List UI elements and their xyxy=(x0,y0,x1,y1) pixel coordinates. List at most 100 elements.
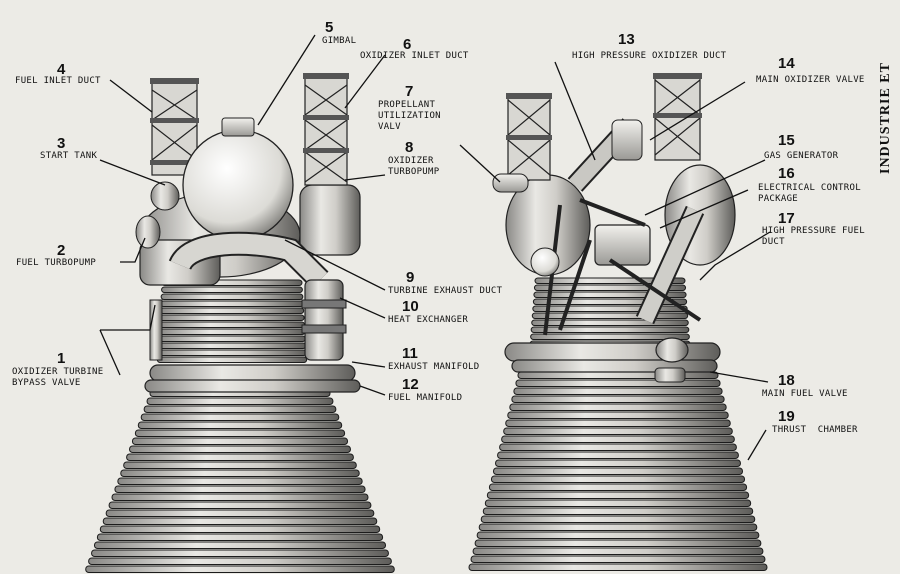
right-fuel-manifold xyxy=(511,359,718,373)
callout-number-19: 19 xyxy=(778,408,795,425)
gas-generator-body xyxy=(594,224,651,266)
left-nozzle-rib xyxy=(96,533,384,541)
left-nozzle-rib xyxy=(88,557,392,565)
callout-label-heat-exchanger: HEAT EXCHANGER xyxy=(388,315,469,325)
fuel-turbopump-flange xyxy=(135,215,161,249)
leader-lines xyxy=(99,34,771,461)
left-nozzle-rib xyxy=(143,405,337,413)
right-nozzle-rib xyxy=(511,395,725,403)
callout-number-1: 1 xyxy=(57,350,66,367)
left-chamber-rib xyxy=(159,314,305,321)
left-engine-view xyxy=(85,73,395,573)
right-oxidizer-inlet-duct xyxy=(506,93,552,181)
left-small-valve xyxy=(150,181,180,211)
right-nozzle-rib xyxy=(505,419,731,427)
gimbal-block xyxy=(221,117,255,137)
callout-label-main-fuel-valve: MAIN FUEL VALVE xyxy=(762,389,848,399)
callout-label-propellant-utilization-valve: PROPELLANT UTILIZATION VALV xyxy=(378,100,441,132)
left-nozzle-rib xyxy=(140,413,340,421)
right-nozzle-rib xyxy=(488,483,748,491)
right-nozzle-rib xyxy=(472,547,764,555)
left-nozzle-rib xyxy=(129,445,351,453)
left-nozzle-rib xyxy=(137,421,343,429)
right-nozzle-rib xyxy=(497,451,739,459)
side-heading: INDUSTRIE ET xyxy=(878,62,893,174)
callout-number-10: 10 xyxy=(402,298,419,315)
left-nozzle-rib xyxy=(105,509,375,517)
callout-label-exhaust-manifold: EXHAUST MANIFOLD xyxy=(388,362,480,372)
callout-number-3: 3 xyxy=(57,135,66,152)
right-fuel-inlet-duct xyxy=(653,73,702,161)
left-chamber-rib xyxy=(156,356,308,363)
right-chamber-rib xyxy=(531,312,689,319)
left-thrust-chamber-nozzle xyxy=(85,389,395,573)
right-nozzle-rib xyxy=(474,539,762,547)
right-nozzle-rib xyxy=(503,427,733,435)
callout-label-fuel-turbopump: FUEL TURBOPUMP xyxy=(16,258,97,268)
right-nozzle-rib xyxy=(484,499,752,507)
left-nozzle-rib xyxy=(108,501,372,509)
callout-label-oxidizer-turbine-bypass-valve: OXIDIZER TURBINE BYPASS VALVE xyxy=(12,367,104,388)
callout-label-gas-generator: GAS GENERATOR xyxy=(764,151,839,161)
callout-number-9: 9 xyxy=(406,269,415,286)
callout-label-thrust-chamber: THRUST CHAMBER xyxy=(772,425,858,435)
callout-number-15: 15 xyxy=(778,132,795,149)
left-oxidizer-inlet-duct xyxy=(303,73,349,186)
right-chamber-rib xyxy=(534,277,686,284)
propellant-utilization-valve xyxy=(492,173,529,193)
callout-label-fuel-manifold: FUEL MANIFOLD xyxy=(388,393,463,403)
main-fuel-valve xyxy=(655,337,689,363)
right-nozzle-rib xyxy=(495,459,741,467)
left-nozzle-rib xyxy=(146,397,334,405)
left-combustion-chamber xyxy=(156,279,308,363)
left-chamber-rib xyxy=(159,307,305,314)
left-oxidizer-pump-housing xyxy=(299,184,361,256)
right-chamber-rib xyxy=(530,326,690,333)
right-nozzle-rib xyxy=(509,403,727,411)
right-chamber-rib xyxy=(530,333,690,340)
left-nozzle-rib xyxy=(111,493,369,501)
right-engine-view xyxy=(468,73,768,571)
left-nozzle-rib xyxy=(93,541,387,549)
left-nozzle-rib xyxy=(114,485,366,493)
left-chamber-rib xyxy=(160,293,304,300)
callout-number-6: 6 xyxy=(403,36,412,53)
callout-label-oxidizer-turbopump: OXIDIZER TURBOPUMP xyxy=(388,156,440,177)
left-nozzle-rib xyxy=(131,437,349,445)
left-nozzle-rib xyxy=(117,477,363,485)
callout-label-high-pressure-fuel-duct: HIGH PRESSURE FUEL DUCT xyxy=(762,226,865,247)
left-nozzle-rib xyxy=(123,461,357,469)
callout-label-turbine-exhaust-duct: TURBINE EXHAUST DUCT xyxy=(388,286,503,296)
left-nozzle-rib xyxy=(91,549,389,557)
heat-exchanger xyxy=(304,279,344,361)
start-tank-sphere xyxy=(182,129,294,241)
callout-number-5: 5 xyxy=(325,19,334,36)
callout-number-18: 18 xyxy=(778,372,795,389)
right-nozzle-rib xyxy=(515,379,721,387)
right-nozzle-rib xyxy=(470,555,766,563)
callout-number-12: 12 xyxy=(402,376,419,393)
right-nozzle-rib xyxy=(513,387,723,395)
right-nozzle-rib xyxy=(499,443,737,451)
callout-label-fuel-inlet-duct: FUEL INLET DUCT xyxy=(15,76,101,86)
left-chamber-rib xyxy=(158,335,306,342)
right-nozzle-rib xyxy=(493,467,743,475)
left-chamber-rib xyxy=(157,349,307,356)
callout-number-7: 7 xyxy=(405,83,414,100)
callout-number-14: 14 xyxy=(778,55,795,72)
right-thrust-chamber-nozzle xyxy=(468,371,768,571)
callout-label-electrical-control-package: ELECTRICAL CONTROL PACKAGE xyxy=(758,183,861,204)
right-nozzle-rib xyxy=(486,491,750,499)
left-nozzle-rib xyxy=(120,469,360,477)
left-nozzle-rib xyxy=(126,453,354,461)
right-nozzle-rib xyxy=(490,475,746,483)
bypass-valve-pipe xyxy=(149,299,163,361)
left-exhaust-manifold xyxy=(149,364,356,382)
left-nozzle-rib xyxy=(99,525,381,533)
right-nozzle-rib xyxy=(476,531,760,539)
right-chamber-rib xyxy=(531,319,689,326)
callout-number-13: 13 xyxy=(618,31,635,48)
left-chamber-rib xyxy=(160,300,304,307)
right-nozzle-rib xyxy=(501,435,735,443)
